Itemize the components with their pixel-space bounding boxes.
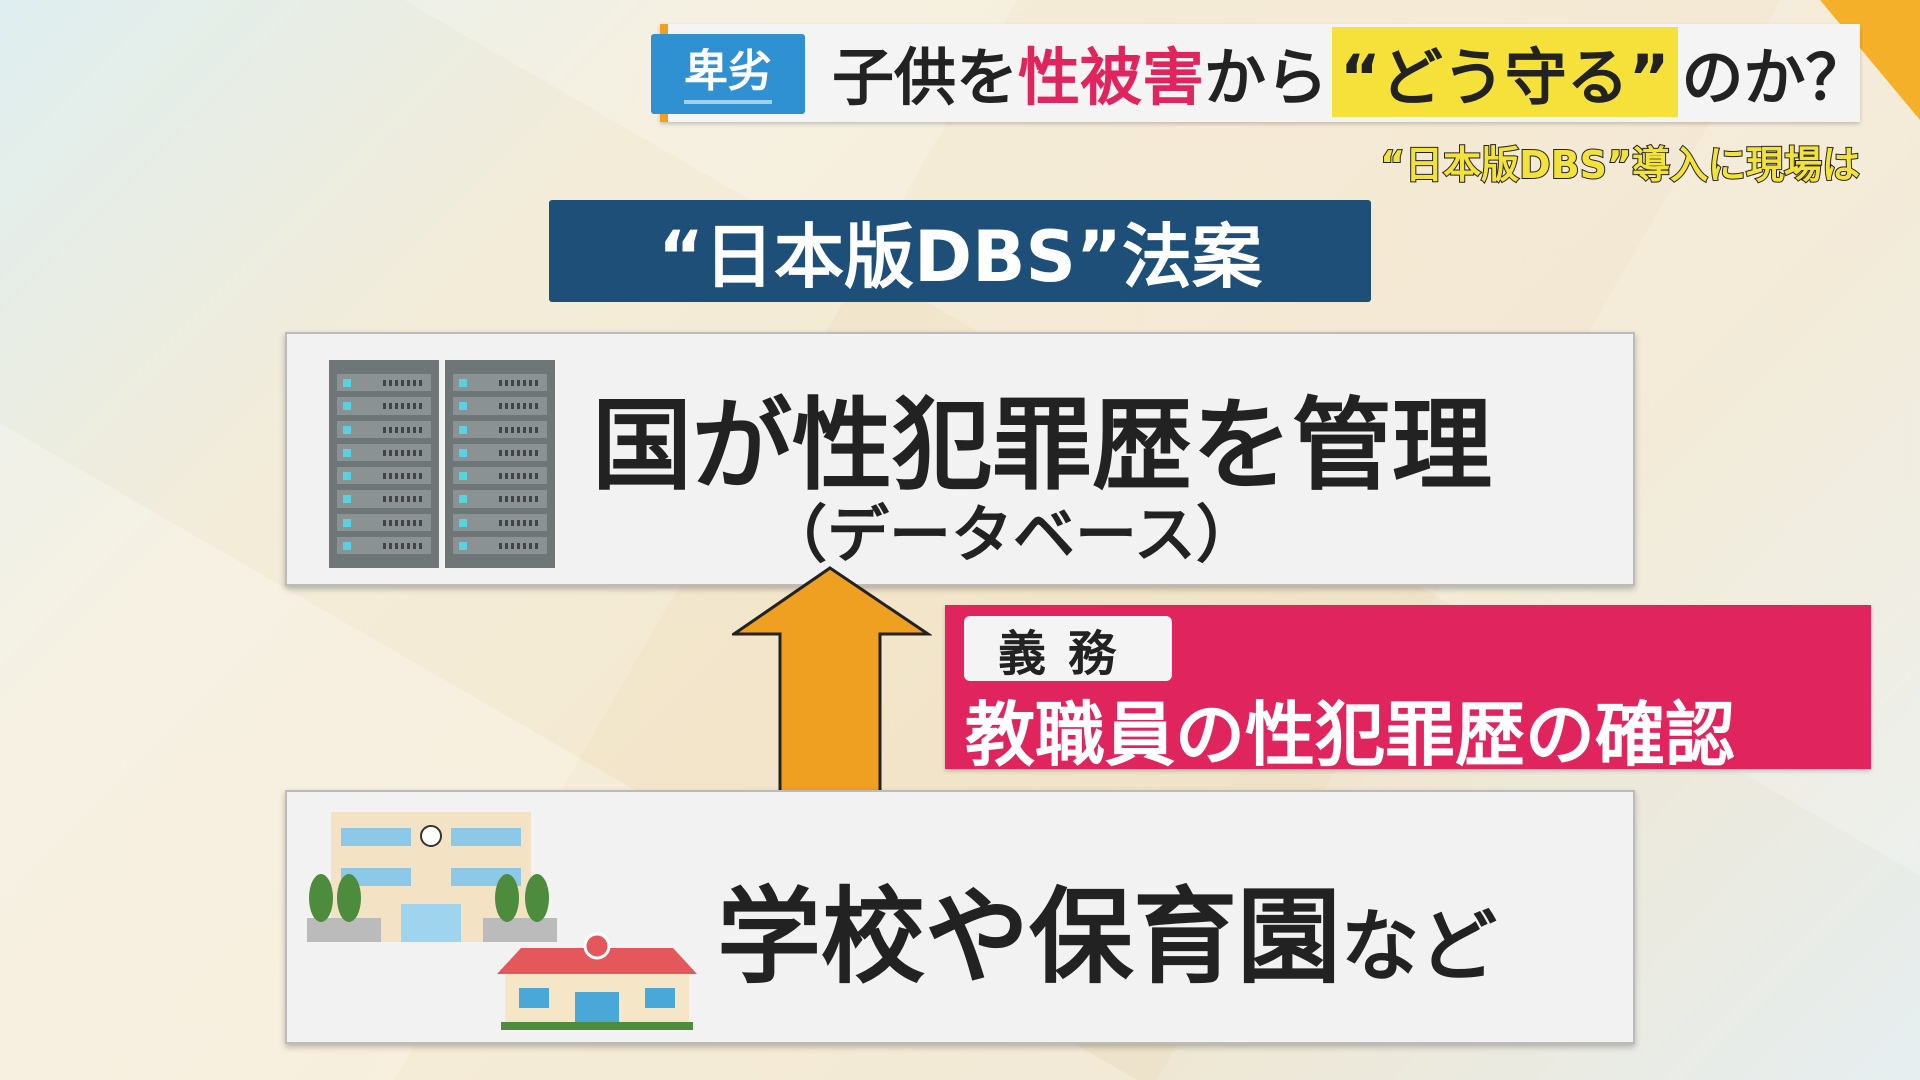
up-arrow-icon <box>732 566 932 792</box>
database-subtitle: （データベース） <box>765 498 1258 571</box>
database-panel: 国が性犯罪歴を管理 （データベース） <box>285 332 1635 586</box>
server-icon <box>329 360 555 568</box>
kindergarten-icon <box>497 932 697 1030</box>
duty-tag: 義務 <box>964 616 1172 682</box>
institution-title: 学校や保育園など <box>717 876 1498 998</box>
bill-label: “日本版DBS”法案 <box>549 200 1371 302</box>
institution-panel: 学校や保育園など <box>285 790 1635 1044</box>
headline: 子供を 性被害 から “どう守る” のか？ <box>832 27 1868 117</box>
category-badge: 卑劣 <box>651 34 805 114</box>
database-title: 国が性犯罪歴を管理 <box>592 387 1492 504</box>
duty-text: 教職員の性犯罪歴の確認 <box>965 694 1735 776</box>
duty-box: 義務 教職員の性犯罪歴の確認 <box>945 605 1871 776</box>
subheadline: “日本版DBS”導入に現場は <box>1379 142 1861 188</box>
school-icon <box>307 812 557 942</box>
